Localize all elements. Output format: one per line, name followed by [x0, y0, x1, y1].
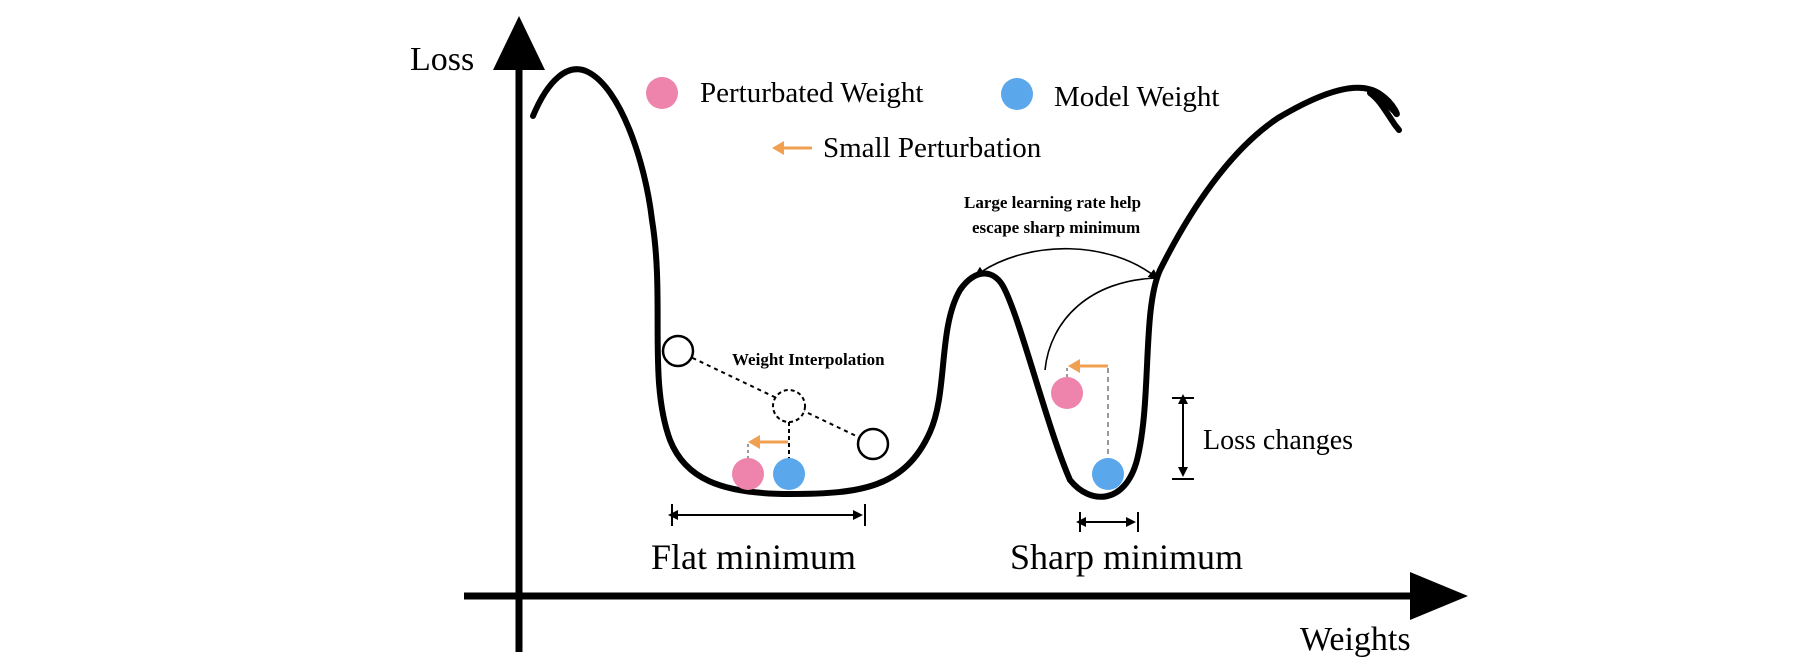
escape-label-line2: escape sharp minimum	[972, 218, 1140, 237]
sharp-minimum	[1051, 359, 1139, 532]
escape-label-line1: Large learning rate help	[964, 193, 1141, 212]
axes	[464, 16, 1468, 652]
legend: Perturbated Weight Model Weight Small Pe…	[646, 77, 1219, 164]
escape-arc-top	[974, 247, 1159, 280]
sharp-minimum-label: Sharp minimum	[1010, 537, 1243, 577]
legend-perturbated-label: Perturbated Weight	[700, 77, 923, 109]
sharp-model-weight	[1092, 458, 1124, 490]
sharp-perturbated-weight	[1051, 377, 1083, 409]
y-axis-label: Loss	[410, 41, 474, 78]
flat-model-weight	[773, 458, 805, 490]
flat-minimum-label: Flat minimum	[651, 537, 856, 577]
flat-perturbation-arrowhead	[748, 435, 760, 449]
flat-minimum-span	[668, 504, 866, 526]
legend-perturbation-label: Small Perturbation	[823, 132, 1042, 164]
escape-annotation: Large learning rate help escape sharp mi…	[964, 193, 1159, 371]
x-axis-arrowhead	[1410, 572, 1468, 620]
interpolation-start-circle	[661, 334, 695, 368]
x-axis-label: Weights	[1300, 621, 1411, 658]
legend-model-label: Model Weight	[1054, 81, 1219, 113]
y-axis-arrowhead	[493, 16, 545, 70]
loss-changes-bracket	[1172, 394, 1194, 480]
flat-perturbated-weight	[732, 458, 764, 490]
legend-perturbated-dot	[646, 77, 678, 109]
loss-changes-label: Loss changes	[1203, 425, 1353, 456]
legend-model-dot	[1001, 78, 1033, 110]
legend-perturbation-arrowhead	[772, 141, 784, 155]
weight-interpolation-label: Weight Interpolation	[732, 350, 885, 369]
weight-interpolation: Weight Interpolation	[661, 334, 890, 490]
interpolation-end-circle	[856, 427, 890, 461]
loss-curve-tail	[1367, 90, 1402, 133]
sharp-perturbation-arrowhead	[1068, 359, 1080, 373]
escape-arc-lower	[1044, 277, 1158, 371]
interpolation-mid-circle	[772, 389, 806, 423]
